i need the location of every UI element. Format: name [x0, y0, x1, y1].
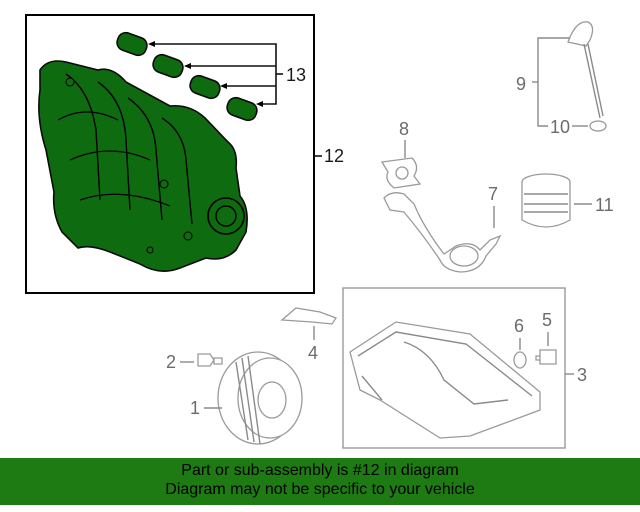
callout-9-leader	[537, 37, 570, 127]
callout-6: 6	[514, 316, 524, 336]
oil-pan-part[interactable]	[349, 321, 541, 439]
callout-13-leaders	[148, 41, 283, 107]
callout-5: 5	[542, 310, 552, 330]
footer-line-1: Part or sub-assembly is #12 in diagram	[181, 462, 459, 479]
oil-filter-part[interactable]	[521, 173, 571, 228]
drain-plug-part[interactable]	[535, 349, 557, 365]
callout-2: 2	[166, 352, 176, 372]
parts-diagram: 13 12 9 10 8 7 11 3 6 5	[25, 14, 614, 449]
highlight-frame-12	[25, 14, 315, 294]
callout-3: 3	[577, 365, 587, 385]
bolt-part[interactable]	[197, 353, 223, 367]
intake-manifold-part[interactable]	[38, 60, 248, 272]
bracket-part[interactable]	[280, 307, 337, 325]
callout-1: 1	[190, 398, 200, 418]
dipstick-o-ring-part[interactable]	[589, 120, 607, 132]
callout-8: 8	[399, 119, 409, 139]
footer-banner: Part or sub-assembly is #12 in diagram D…	[0, 458, 640, 505]
callout-13: 13	[286, 65, 306, 85]
callout-4: 4	[308, 343, 318, 363]
oil-dipstick-part[interactable]	[567, 21, 604, 119]
oil-pan-frame	[342, 287, 566, 449]
callout-12: 12	[324, 146, 344, 166]
callout-10: 10	[550, 117, 570, 137]
callout-7: 7	[488, 184, 498, 204]
intake-gasket-part[interactable]	[115, 30, 259, 122]
crankshaft-pulley-part[interactable]	[217, 351, 303, 445]
drain-plug-washer-part[interactable]	[513, 351, 527, 369]
callout-9: 9	[516, 74, 526, 94]
oil-strainer-part[interactable]	[383, 192, 502, 273]
callout-11: 11	[595, 195, 614, 215]
footer-line-2: Diagram may not be specific to your vehi…	[165, 481, 475, 498]
